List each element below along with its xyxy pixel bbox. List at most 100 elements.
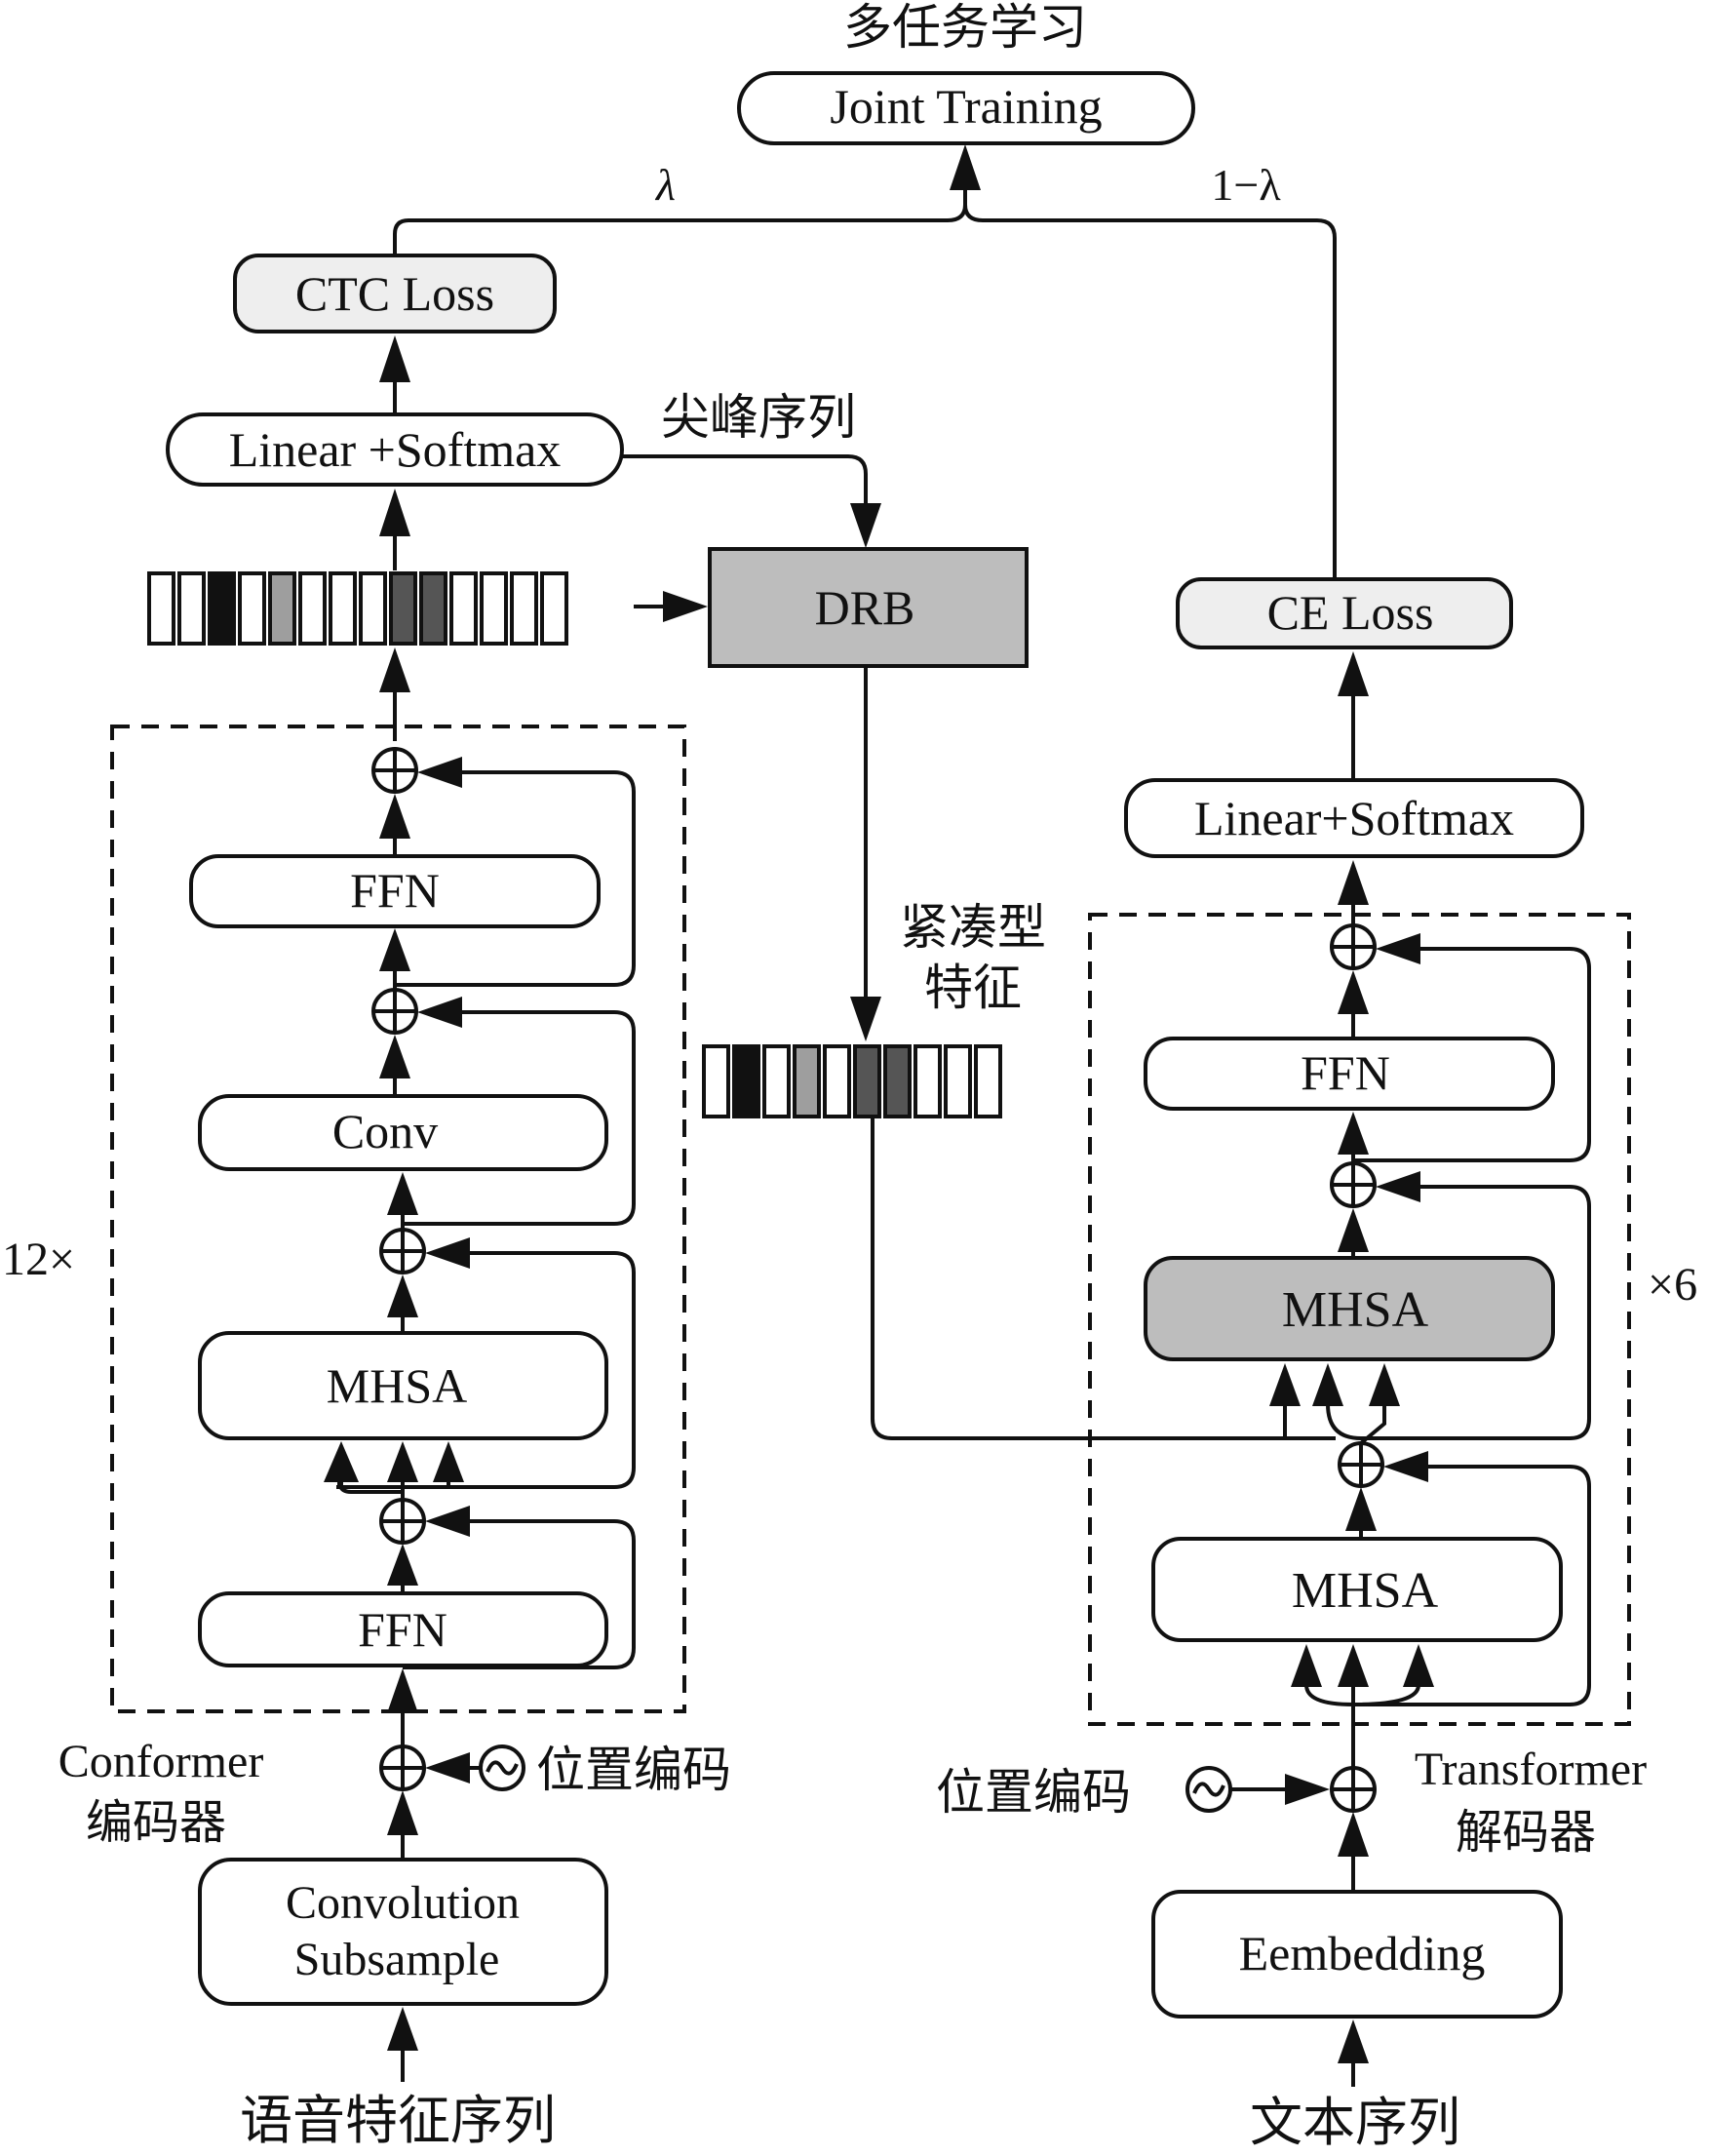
conv-subsample-line2: Subsample (294, 1934, 500, 1985)
arrow-to-joint-head (950, 144, 981, 190)
drb-to-compact-head (850, 997, 881, 1041)
dec-flow-add2-ffn-head (1338, 1112, 1369, 1155)
ctc-loss-label: CTC Loss (295, 266, 494, 321)
encoder-output-cell-14 (540, 571, 568, 646)
encoder-output-cell-13 (510, 571, 538, 646)
compact-feature-cell-3 (762, 1044, 791, 1118)
dec-cross-fan (1283, 1403, 1386, 1445)
spike-line (622, 454, 868, 527)
enc-flow-mhsa-add3-head (387, 1274, 418, 1317)
enc-residual-3-head (425, 1237, 470, 1269)
dec-cross-fan-head-2 (1312, 1363, 1343, 1406)
arrow-cells-to-ls-head (379, 489, 410, 536)
dec-flow-ls-ce-head (1338, 651, 1369, 696)
joint-training-label: Joint Training (830, 79, 1102, 134)
enc-residual-1-head (417, 757, 462, 788)
compact-feature-cell-6 (853, 1044, 881, 1118)
encoder-repeat-label: 12× (2, 1234, 75, 1285)
compact-feature-line2: 特征 (924, 960, 1022, 1016)
encoder-output-cell-9 (389, 571, 417, 646)
dec-self-fan-head-3 (1403, 1644, 1434, 1687)
decoder-name-cn: 解码器 (1456, 1805, 1596, 1860)
arrow-cells-to-drb-head (663, 591, 708, 622)
arrow-ls-to-ctc-head (379, 335, 410, 382)
spike-arrow-head (850, 503, 881, 548)
enc-add-3 (379, 1228, 426, 1274)
enc-mhsa-label: MHSA (327, 1358, 467, 1413)
encoder-output-cell-3 (208, 571, 236, 646)
dec-ffn-box (1144, 1037, 1555, 1111)
dec-linear-softmax-label: Linear+Softmax (1194, 791, 1514, 845)
enc-residual-1 (395, 770, 636, 987)
spike-sequence-label: 尖峰序列 (661, 389, 856, 446)
encoder-output-cell-7 (329, 571, 357, 646)
enc-flow-sub-pos-head (387, 1790, 418, 1835)
compact-feature-cell-10 (974, 1044, 1002, 1118)
embedding-label: Eembedding (1239, 1926, 1486, 1980)
compact-feature-cell-7 (883, 1044, 912, 1118)
enc-ffn-top-box (189, 854, 601, 928)
decoder-input-label: 文本序列 (1250, 2092, 1460, 2153)
enc-residual-2-head (417, 997, 462, 1028)
compact-to-decoder-line (871, 1117, 1336, 1440)
compact-feature-cell-5 (823, 1044, 851, 1118)
lambda-label: λ (654, 160, 676, 210)
dec-cross-fan-head-3 (1369, 1363, 1400, 1406)
drb-box (708, 547, 1029, 668)
enc-ffn-bottom-label: FFN (358, 1602, 447, 1657)
encoder-output-cell-5 (268, 571, 296, 646)
ce-loss-box (1176, 577, 1513, 649)
encoder-input-label: 语音特征序列 (240, 2090, 556, 2151)
enc-conv-label: Conv (332, 1104, 438, 1158)
conv-subsample-box (198, 1858, 608, 2006)
dec-residual-3-head (1383, 1451, 1428, 1482)
encoder-name-en: Conformer (58, 1736, 264, 1787)
embedding-box (1151, 1890, 1563, 2019)
dec-flow-input-emb-head (1338, 2019, 1369, 2063)
enc-residual-4-head (425, 1506, 470, 1537)
dec-residual-2-head (1376, 1171, 1420, 1202)
dec-flow-add1-ls-head (1338, 860, 1369, 905)
enc-ffn-bottom-box (198, 1591, 608, 1667)
enc-flow-conv-add2-head (379, 1035, 410, 1078)
dec-add-pos (1330, 1766, 1377, 1813)
encoder-output-cell-10 (419, 571, 447, 646)
dec-self-fan-head-1 (1291, 1644, 1322, 1687)
enc-flow-add3-conv-head (387, 1172, 418, 1215)
enc-mhsa-fan-head-2 (387, 1441, 418, 1482)
compact-feature-cell-1 (702, 1044, 730, 1118)
decoder-block-frame (1088, 913, 1631, 1726)
one-minus-lambda-label: 1−λ (1211, 160, 1281, 210)
compact-feature-cells (702, 1044, 1002, 1118)
dec-pos-arrow-head (1285, 1774, 1330, 1805)
enc-mhsa-fan-head-1 (324, 1441, 359, 1482)
one-minus-lambda-line (963, 204, 1337, 579)
dec-flow-ffn-add1-head (1338, 970, 1369, 1014)
encoder-name-cn: 编码器 (86, 1795, 226, 1850)
drb-label: DRB (815, 580, 915, 635)
enc-add-2 (371, 988, 418, 1035)
dec-residual-2 (1361, 1185, 1591, 1440)
enc-residual-4 (403, 1519, 636, 1669)
ce-loss-label: CE Loss (1267, 585, 1434, 640)
decoder-name-en: Transformer (1415, 1744, 1647, 1795)
encoder-output-cell-2 (177, 571, 206, 646)
dec-self-mhsa-box (1151, 1537, 1563, 1642)
enc-pos-encoding-label: 位置编码 (536, 1742, 731, 1798)
joint-training-box (737, 71, 1195, 145)
enc-conv-box (198, 1094, 608, 1171)
dec-add-2 (1330, 1161, 1377, 1208)
enc-flow-pos-ffn2-head (387, 1668, 418, 1713)
enc-linear-softmax-box (166, 412, 624, 487)
enc-flow-add2-ffn1-head (379, 928, 410, 971)
dec-ffn-label: FFN (1301, 1045, 1390, 1100)
compact-feature-line1: 紧凑型 (900, 899, 1046, 956)
encoder-output-cell-12 (480, 571, 508, 646)
compact-feature-cell-2 (732, 1044, 760, 1118)
dec-residual-1 (1353, 947, 1591, 1162)
enc-add-1 (371, 747, 418, 794)
enc-pos-encoding-wave (486, 1760, 519, 1776)
encoder-output-cell-11 (449, 571, 478, 646)
dec-residual-3 (1353, 1465, 1591, 1706)
